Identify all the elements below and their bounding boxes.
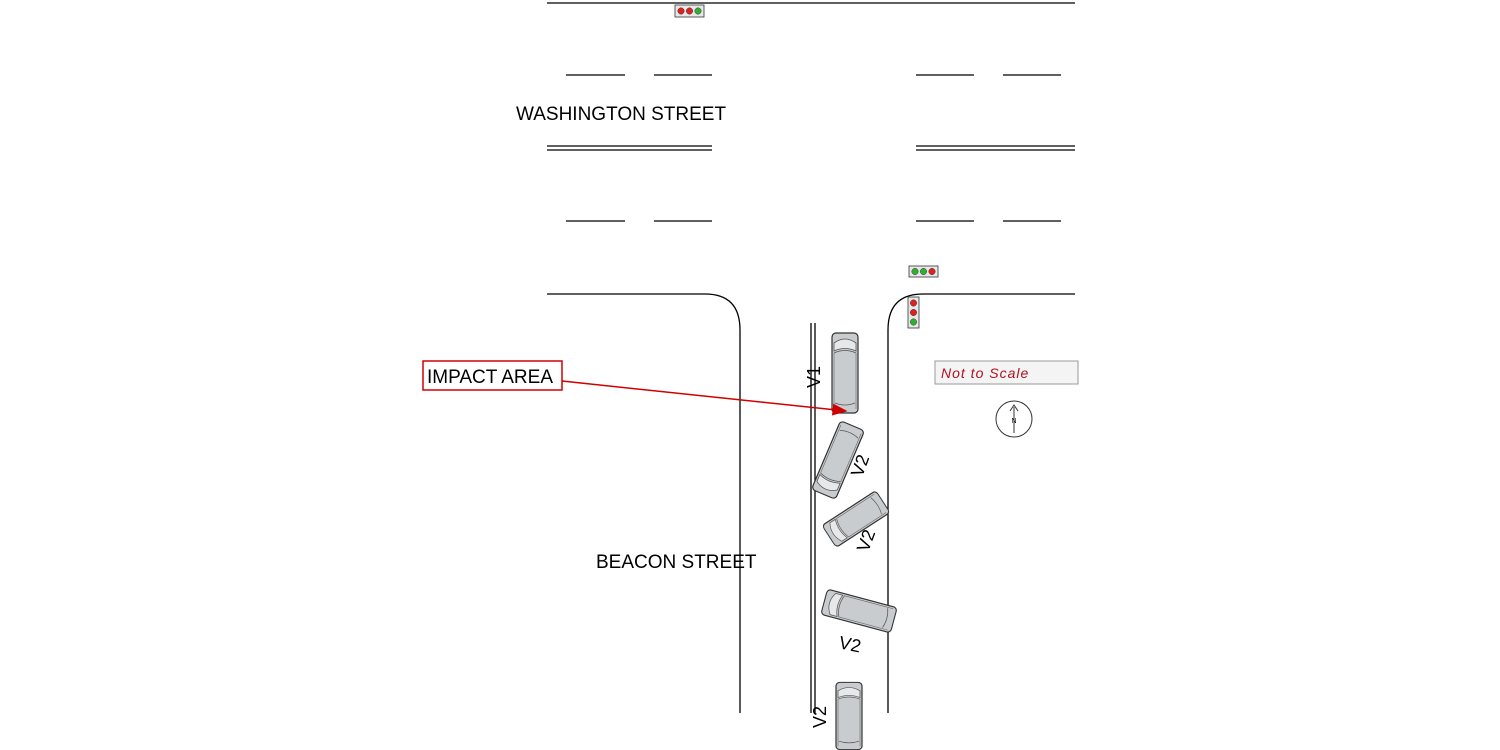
vehicle-label-v2: V2 — [837, 632, 863, 656]
north-arrow-letter: N — [1012, 418, 1017, 425]
street-label-washington: WASHINGTON STREET — [516, 104, 726, 125]
traffic-signal-icon — [674, 4, 705, 18]
impact-area-callout: IMPACT AREA — [422, 360, 848, 416]
washington-street-road — [547, 2, 1075, 222]
street-label-beacon: BEACON STREET — [596, 552, 757, 573]
beacon-street-road — [547, 293, 1075, 713]
vehicle-label-v1: V1 — [804, 366, 824, 388]
traffic-signal-icon — [908, 265, 939, 278]
north-arrow-icon: N — [995, 400, 1033, 438]
car-icon — [831, 332, 859, 414]
scale-note-badge: Not to Scale — [934, 360, 1079, 385]
car-icon — [835, 681, 863, 750]
impact-area-label: IMPACT AREA — [427, 367, 553, 388]
traffic-signal-icon — [907, 296, 920, 329]
car-icon — [820, 588, 898, 634]
vehicle-label-v2: V2 — [810, 706, 830, 728]
scale-note-text: Not to Scale — [941, 365, 1029, 381]
